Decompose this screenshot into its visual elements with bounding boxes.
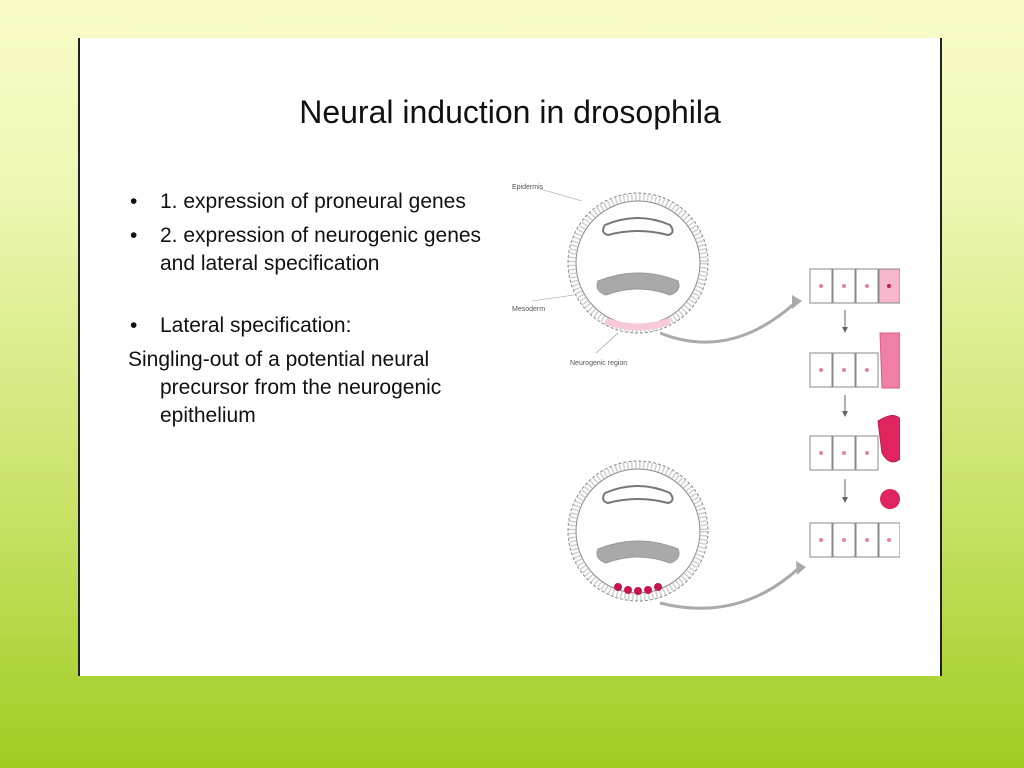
bullet-item: • 2. expression of neurogenic genes and …: [128, 222, 488, 278]
neural-induction-figure: Epidermis Mesoderm Neurogenic region: [512, 184, 900, 610]
bullet-text: 1. expression of proneural genes: [160, 190, 466, 213]
bullet-text: Lateral specification:: [160, 314, 352, 337]
bullet-item: • 1. expression of proneural genes: [128, 188, 488, 216]
bullet-item: • Lateral specification:: [128, 312, 488, 340]
mesoderm-label: Mesoderm: [512, 306, 545, 313]
definition-paragraph: Singling-out of a potential neural precu…: [128, 348, 442, 427]
slide: Neural induction in drosophila • 1. expr…: [78, 38, 942, 676]
bullet-marker: •: [130, 224, 138, 247]
neurogenic-region-label: Neurogenic region: [570, 360, 627, 367]
slide-body: • 1. expression of proneural genes • 2. …: [128, 188, 488, 430]
bullet-text: 2. expression of neurogenic genes and la…: [160, 224, 482, 275]
slide-title: Neural induction in drosophila: [299, 94, 721, 130]
epidermis-label: Epidermis: [512, 184, 544, 191]
bullet-marker: •: [130, 190, 138, 213]
epithelium-row-4: [809, 489, 900, 558]
epithelium-row-1: [809, 268, 900, 304]
bullet-marker: •: [130, 314, 138, 337]
epithelium-row-3: [809, 415, 900, 471]
epithelium-row-2: [809, 332, 900, 389]
embryo-bottom: [567, 460, 806, 610]
embryo-top: [531, 188, 802, 354]
